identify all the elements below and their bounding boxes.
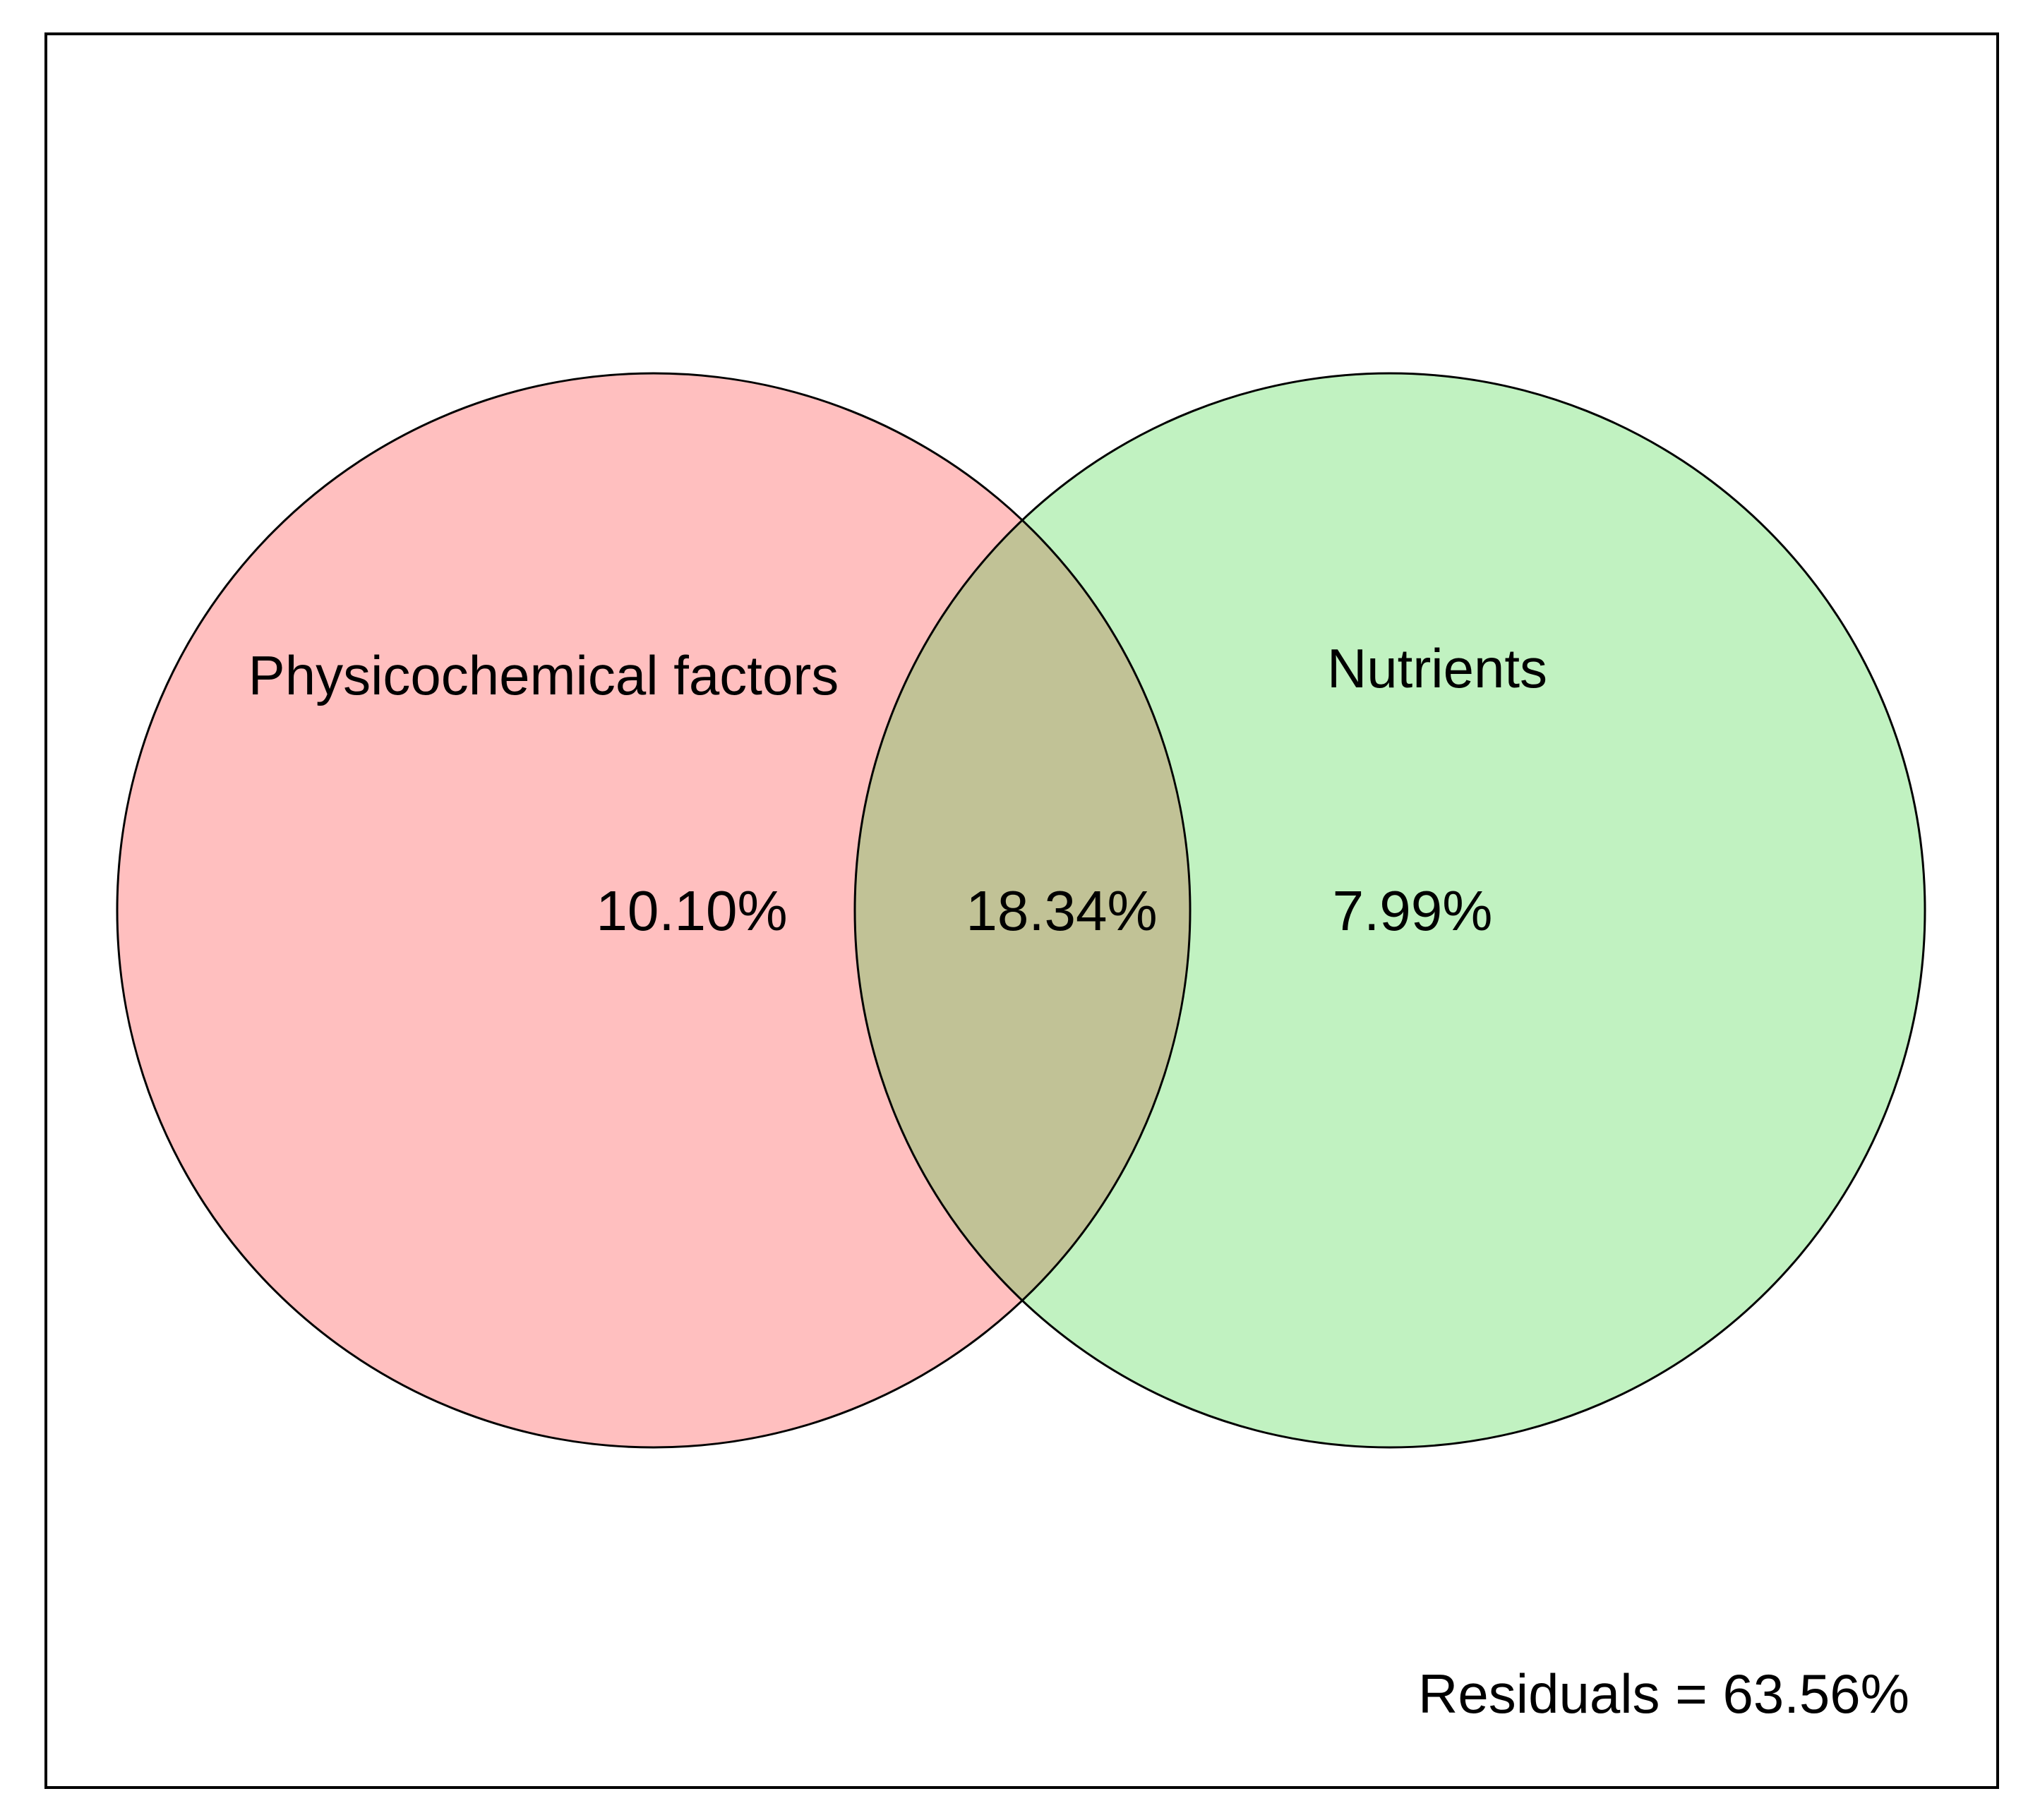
nutrients-circle-outline — [853, 372, 1926, 1449]
physicochemical-label: Physicochemical factors — [248, 644, 839, 706]
intersection-value: 18.34% — [966, 879, 1157, 942]
physicochemical-circle-outline — [116, 372, 1192, 1449]
residuals-text: Residuals = 63.56% — [1418, 1663, 1909, 1725]
physicochemical-circle — [117, 373, 1190, 1447]
physicochemical-unique-value: 10.10% — [596, 879, 787, 942]
nutrients-label: Nutrients — [1327, 637, 1547, 699]
nutrients-circle — [855, 373, 1925, 1447]
nutrients-unique-value: 7.99% — [1333, 879, 1493, 942]
